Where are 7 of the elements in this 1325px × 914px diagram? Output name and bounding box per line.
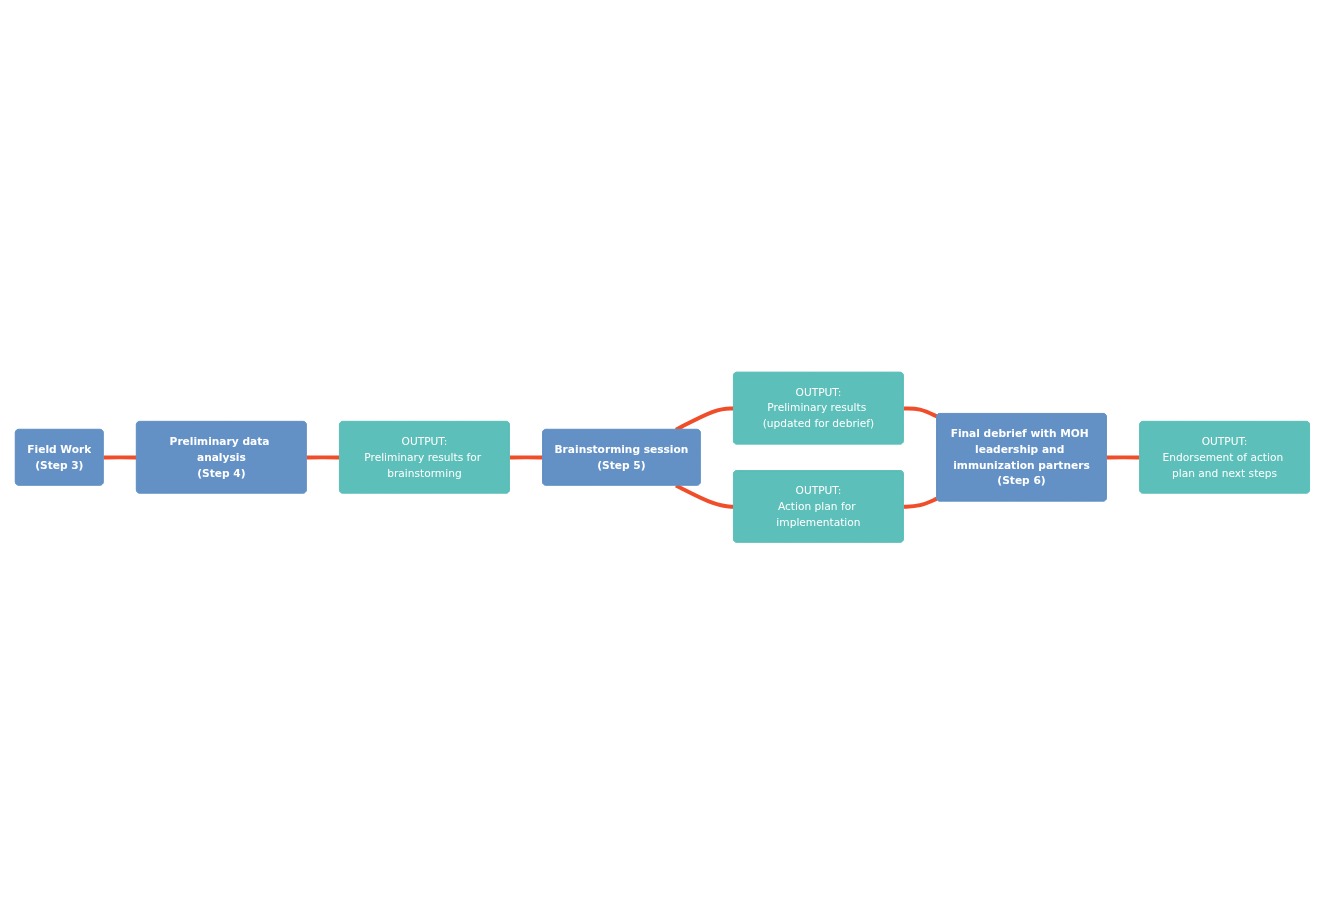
connector: [509, 455, 543, 460]
connector: [1106, 455, 1141, 460]
connector: [306, 455, 340, 460]
connector: [903, 496, 938, 509]
connector: [903, 406, 938, 419]
connector: [675, 483, 734, 509]
connector: [103, 455, 137, 460]
